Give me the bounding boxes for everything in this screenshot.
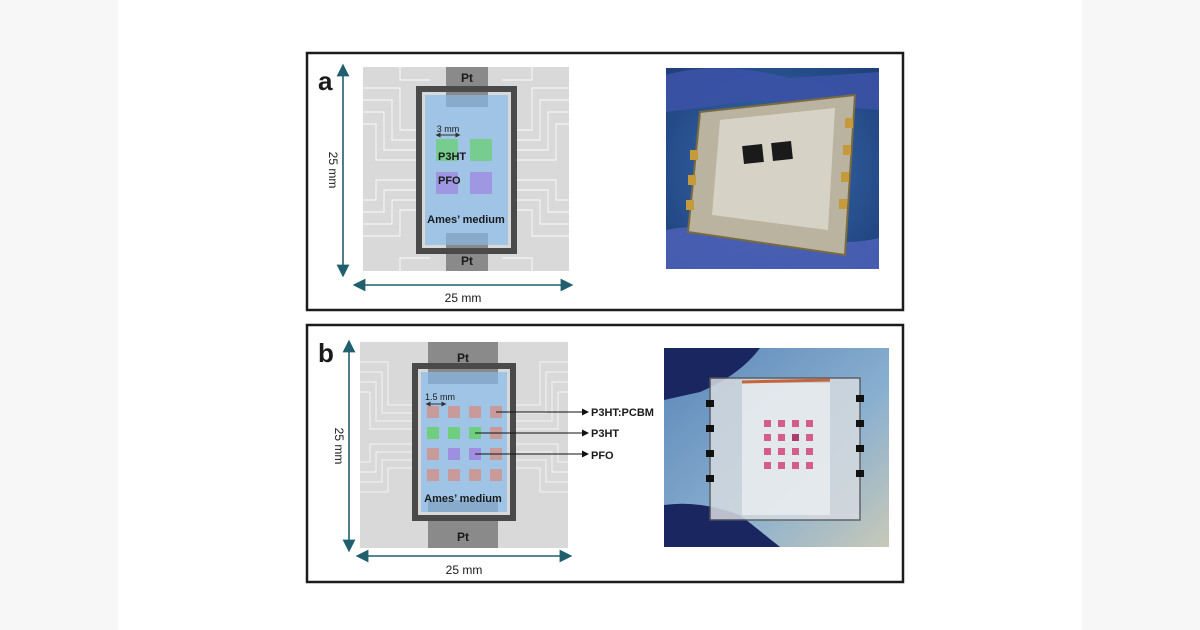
pt-label-top-a: Pt (461, 71, 473, 85)
glove-top-b (664, 348, 760, 400)
pfo-label-a: PFO (438, 175, 461, 187)
pt-label-bottom-a: Pt (461, 254, 473, 268)
pt-electrode-bottom (446, 241, 488, 271)
ames-medium-area (425, 95, 508, 245)
callout-label-pfo: PFO (591, 450, 614, 462)
glove-bottom-b (664, 503, 780, 547)
width-label-a: 25 mm (445, 291, 482, 305)
pt-overlap-top (446, 95, 488, 107)
height-label-a: 25 mm (326, 152, 340, 189)
pt-overlap-bottom-b (428, 500, 498, 512)
pixel-dark-1 (742, 144, 764, 164)
scale-label-a: 3 mm (437, 124, 460, 134)
photo-b-device-in-hand (664, 348, 889, 547)
pixel-dark-2 (771, 141, 793, 161)
chip-glass-b (742, 383, 830, 515)
ames-medium-label-b: Ames’ medium (424, 493, 502, 505)
pfo-pixel-1 (436, 172, 458, 194)
photo-a-device-in-hand (666, 68, 879, 269)
gold-contacts-a (686, 118, 853, 210)
black-contacts-b (706, 395, 864, 482)
callout-label-pcbm: P3HT:PCBM (591, 407, 654, 419)
p3ht-pixel-1 (436, 139, 458, 161)
electrode-traces (363, 67, 569, 271)
ames-medium-label-a: Ames’ medium (427, 214, 505, 226)
ames-medium-area-b (421, 372, 507, 512)
pt-overlap-top-b (428, 372, 498, 384)
pt-label-top-b: Pt (457, 351, 469, 365)
panel-b-schematic: 1.5 mm Pt Pt Ames’ medium (360, 342, 568, 548)
pixel-array-photo-b (764, 420, 813, 469)
electrode-traces-b (360, 361, 568, 493)
callout-label-p3ht: P3HT (591, 428, 619, 440)
panel-b-letter: b (318, 338, 334, 368)
scale-label-b: 1.5 mm (425, 392, 455, 402)
well-frame (416, 86, 517, 254)
pixel-grid-b (427, 406, 502, 481)
pt-electrode-bottom-b (428, 518, 498, 548)
pt-overlap-bottom (446, 233, 488, 245)
width-label-b: 25 mm (446, 563, 483, 577)
pt-wire-top-b (741, 378, 831, 384)
panel-a-letter: a (318, 66, 333, 96)
p3ht-pixel-2 (470, 139, 492, 161)
height-label-b: 25 mm (332, 428, 346, 465)
panel-a-schematic: 3 mm Pt Pt P3HT PFO Ames’ medium (363, 67, 569, 271)
pfo-pixel-2 (470, 172, 492, 194)
pt-label-bottom-b: Pt (457, 530, 469, 544)
well-frame-b (412, 363, 516, 521)
chip-glass-a (712, 108, 835, 230)
p3ht-label-a: P3HT (438, 151, 466, 163)
